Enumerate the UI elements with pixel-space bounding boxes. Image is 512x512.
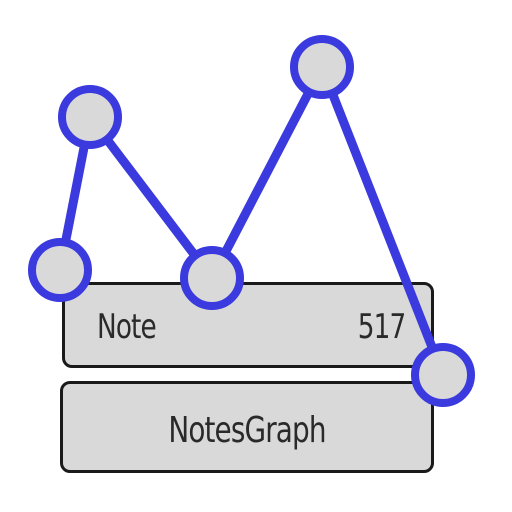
app-title: NotesGraph	[168, 410, 326, 451]
graph-node-5	[411, 343, 475, 407]
note-count: 517	[357, 307, 405, 347]
note-label: Note	[97, 307, 157, 347]
title-card: NotesGraph	[60, 381, 434, 473]
graph-node-4	[290, 35, 354, 99]
note-card: Note 517	[62, 282, 434, 368]
graph-node-1	[28, 238, 92, 302]
graph-node-3	[180, 246, 244, 310]
graph-node-2	[58, 85, 122, 149]
